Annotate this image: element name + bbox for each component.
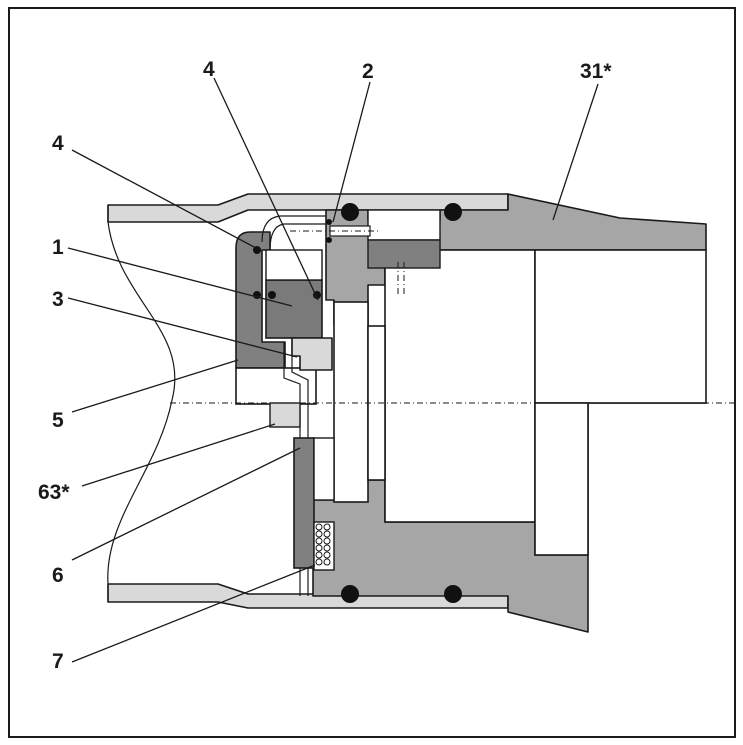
part-3: [291, 337, 333, 371]
label-1: 1: [52, 236, 64, 259]
label-2: 2: [362, 60, 374, 83]
label-3: 3: [52, 288, 64, 311]
border-frame: [8, 7, 736, 738]
label-6: 6: [52, 564, 64, 587]
leader-3: [67, 297, 298, 358]
o-ring-top-left: [341, 203, 359, 221]
label-31: 31*: [580, 60, 612, 83]
o-ring-pin-top: [326, 219, 332, 225]
cap-5: [235, 231, 286, 369]
label-7: 7: [52, 650, 64, 673]
tube-3: [261, 215, 326, 251]
leader-7: [71, 564, 316, 663]
label-4-left: 4: [52, 132, 64, 155]
label-4-top: 4: [203, 58, 215, 81]
leader-6: [71, 447, 301, 561]
o-ring-bottom-left: [341, 585, 359, 603]
inner-bore: [384, 249, 536, 523]
leader-4b: [71, 149, 257, 249]
break-line: [107, 221, 176, 585]
o-ring-bottom-right: [444, 585, 462, 603]
leader-1: [67, 247, 293, 307]
cap-lower-white: [235, 367, 317, 405]
leader-2: [332, 81, 371, 223]
o-ring-top-right: [444, 203, 462, 221]
leader-63: [81, 423, 276, 487]
o-ring-pin-bottom: [326, 237, 332, 243]
spring-7-coils: [315, 523, 331, 566]
leader-5: [71, 359, 239, 413]
shaft-plate: [333, 301, 369, 503]
leader-31: [552, 83, 599, 221]
o-ring-piston-left: [268, 291, 276, 299]
inner-bore-right: [534, 249, 707, 404]
label-63: 63*: [38, 481, 70, 504]
seal-63: [269, 402, 301, 428]
part-6: [293, 437, 315, 569]
top-window: [367, 209, 441, 241]
piston-1: [265, 279, 323, 339]
inner-bore-step: [534, 402, 589, 556]
label-5: 5: [52, 409, 64, 432]
piston-chamber: [265, 249, 323, 281]
part-6-gap: [313, 437, 335, 501]
leader-4a: [213, 77, 319, 301]
